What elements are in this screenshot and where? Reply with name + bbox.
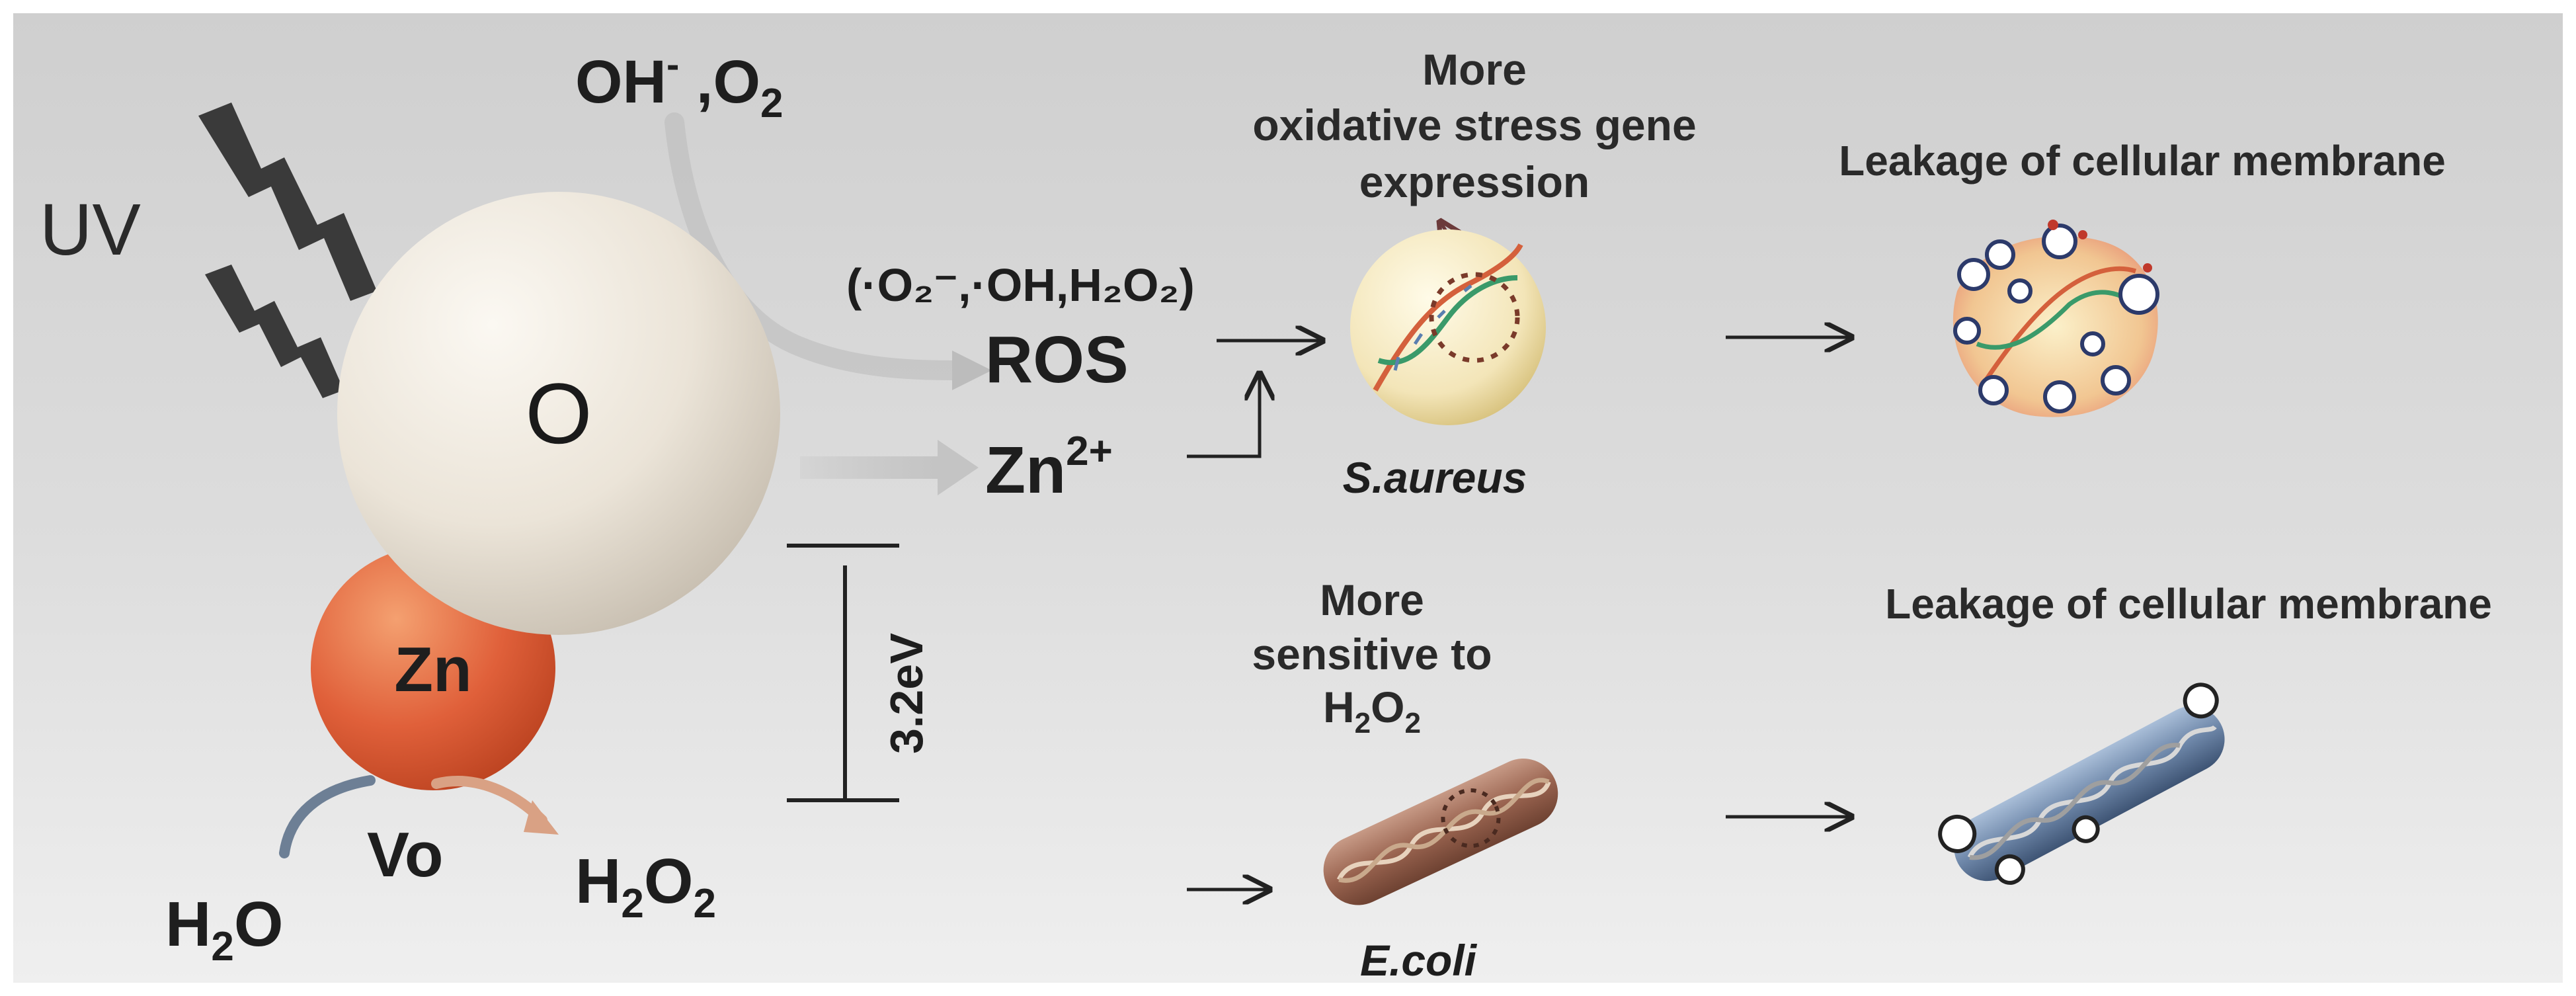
h2o-label: H2O [165, 889, 283, 970]
vo-to-h2o2-arrowhead [524, 800, 559, 835]
o-atom [337, 192, 780, 635]
o-to-zn-ion-arrowhead [938, 440, 979, 495]
vo-label: Vo [367, 819, 444, 890]
ros-label: ROS [985, 323, 1129, 397]
damaged-rod-cell-icon [1938, 683, 2225, 885]
zn-ion-label: Zn2+ [985, 429, 1113, 507]
e-coli-label: E.coli [1360, 936, 1478, 985]
lightning-bolt-icon [198, 103, 377, 301]
o-to-zn-ion-flow [800, 456, 939, 479]
more-bottom-label: More [1320, 575, 1424, 624]
h2o-to-vo-flow [279, 775, 376, 858]
uv-label: UV [40, 189, 141, 270]
oxidative-line1: oxidative stress gene [1252, 101, 1696, 149]
leakage-bottom-label: Leakage of cellular membrane [1885, 580, 2492, 628]
zn-atom-label: Zn [394, 634, 471, 705]
bandgap-label: 3.2eV [881, 633, 932, 754]
oh-o2-label: OH- ,O2 [575, 43, 784, 126]
coccus-cell-icon [1350, 229, 1546, 425]
o-atom-label: O [525, 365, 592, 462]
rod-cell-icon [1323, 758, 1558, 905]
zn-ion-to-saureus-arrow [1187, 374, 1260, 458]
oh-sep: ,O [679, 48, 760, 116]
sensitive-h2o2: H2O2 [1323, 683, 1421, 739]
sensitive-line1: sensitive to [1252, 630, 1492, 679]
more-top-label: More [1422, 45, 1527, 94]
damaged-coccus-cell-icon [1952, 220, 2159, 417]
oh-text: OH [575, 48, 666, 116]
oh-to-ros-arrowhead [952, 351, 992, 390]
s-aureus-label: S.aureus [1343, 453, 1527, 502]
h2o2-label: H2O2 [575, 846, 716, 927]
oh-sup: - [666, 43, 679, 86]
oxidative-line2: expression [1359, 157, 1590, 206]
ros-species-label: (·O₂⁻,·OH,H₂O₂) [846, 259, 1195, 311]
leakage-top-label: Leakage of cellular membrane [1839, 137, 2446, 185]
oh-to-ros-flow [664, 112, 975, 380]
oh-sub: 2 [760, 81, 783, 126]
lightning-bolt-icon [205, 265, 344, 398]
